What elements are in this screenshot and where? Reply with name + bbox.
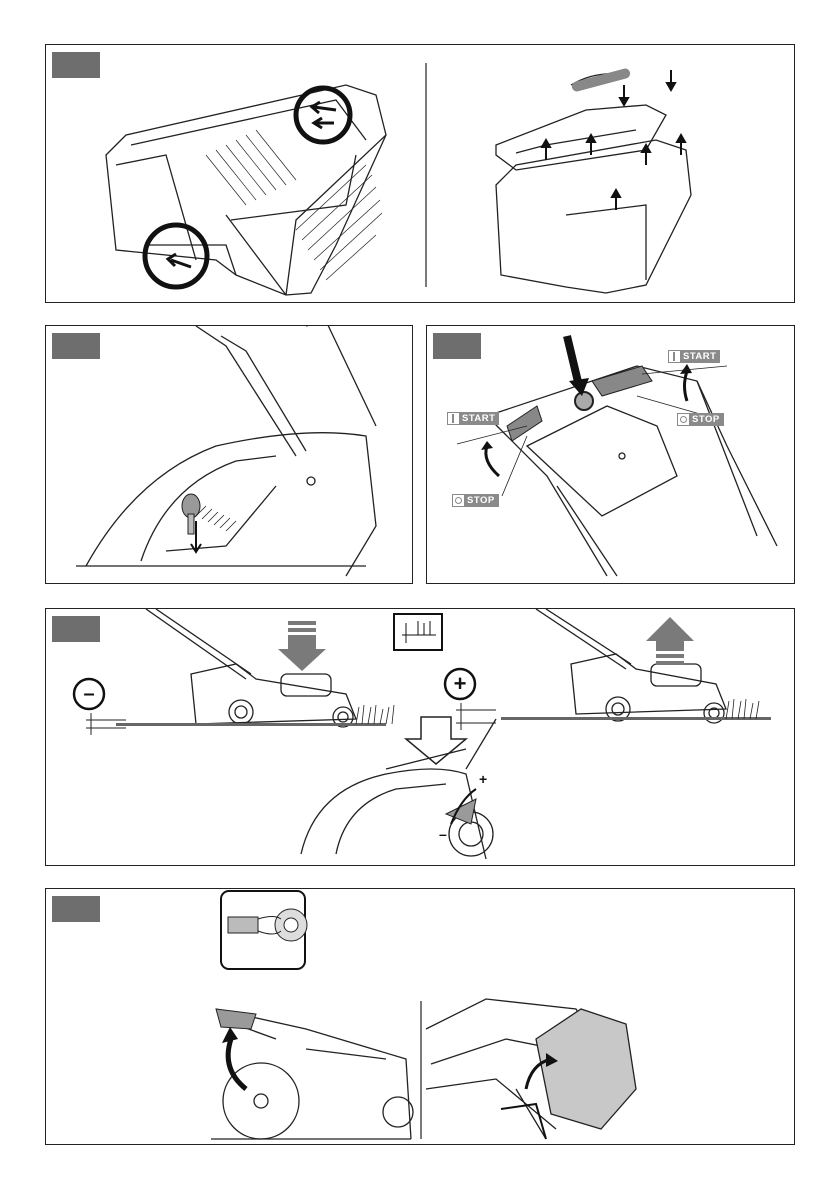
assembly-arrows xyxy=(542,70,685,210)
flap xyxy=(216,1009,256,1029)
cutting-height-drawing: – + xyxy=(46,609,795,866)
arrow-icon xyxy=(278,621,326,671)
mower-high xyxy=(536,609,726,723)
arrow-icon xyxy=(567,336,579,386)
panel-cutting-height: – + xyxy=(45,608,795,866)
handle-frame xyxy=(487,366,777,576)
arrow-icon xyxy=(312,102,336,113)
stop-label: STOP xyxy=(452,494,499,507)
mesh-hatching xyxy=(206,130,382,280)
height-adjust-icon xyxy=(394,614,442,650)
arrow-icon xyxy=(685,371,688,401)
grass-tufts xyxy=(726,699,759,719)
minus-sign: – xyxy=(83,683,94,705)
height-marker xyxy=(456,703,496,730)
circle-highlight-icon xyxy=(296,88,350,142)
safety-button-icon xyxy=(575,392,593,410)
start-label: START xyxy=(668,350,720,363)
lever xyxy=(446,799,476,824)
grass-box-drawing xyxy=(46,45,795,303)
arrow-icon xyxy=(228,1039,246,1089)
grass-box-icon xyxy=(221,891,307,969)
arrow-icon xyxy=(486,446,499,476)
handle-drawing xyxy=(427,326,795,584)
panel-grass-box-removal xyxy=(45,888,795,1145)
grass-box-removal-drawing xyxy=(46,889,795,1145)
plus-sign: + xyxy=(454,671,467,696)
panel-grass-box-assembly xyxy=(45,44,795,303)
panel-start-stop: START STOP START STOP xyxy=(426,325,795,584)
stop-label: STOP xyxy=(677,413,724,426)
mower-low xyxy=(146,609,356,727)
small-plus-sign: + xyxy=(479,771,487,787)
mower-lever-view xyxy=(301,719,496,859)
panel-safety-key xyxy=(45,325,413,584)
arrow-icon xyxy=(314,118,334,128)
start-label: START xyxy=(447,412,499,425)
vents xyxy=(196,506,236,531)
grass-tufts xyxy=(356,705,394,724)
arrow-icon xyxy=(646,617,694,665)
hand-lever xyxy=(501,1104,546,1139)
grass-box-with-lid xyxy=(496,74,691,293)
grass-box-removed xyxy=(536,1009,636,1129)
grass-line xyxy=(501,717,771,720)
safety-key-drawing xyxy=(46,326,413,584)
safety-key-icon xyxy=(182,494,200,534)
small-minus-sign: – xyxy=(439,826,447,842)
mower-housing xyxy=(76,326,376,576)
grass-line xyxy=(116,723,386,726)
